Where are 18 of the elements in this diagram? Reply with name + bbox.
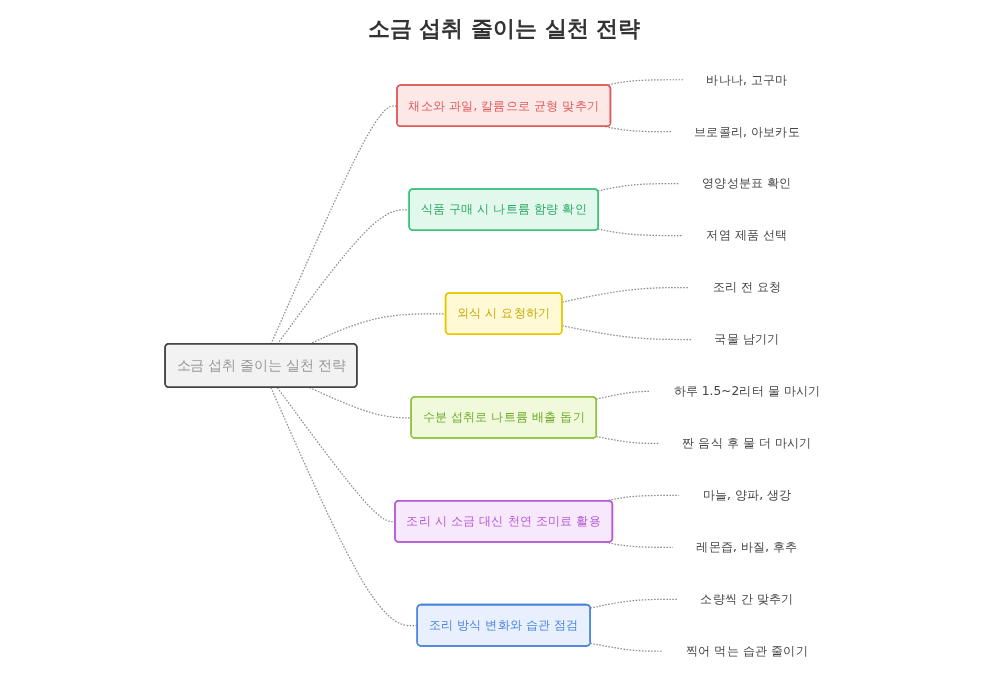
- connector: [597, 182, 680, 192]
- node-text: 마늘, 양파, 생강: [702, 487, 792, 502]
- node-text: 조리 전 요청: [712, 279, 782, 294]
- connector: [597, 227, 684, 236]
- node-text: 하루 1.5~2리터 물 마시기: [673, 383, 821, 398]
- node-text: 레몬즙, 바질, 후추: [696, 539, 798, 554]
- node-text: 국물 남기기: [714, 331, 780, 346]
- node-text: 짠 음식 후 물 더 마시기: [682, 435, 812, 450]
- node-text: 저염 제품 선택: [706, 227, 788, 242]
- connector: [589, 642, 664, 652]
- node-text: 찍어 먹는 습관 줄이기: [685, 643, 808, 658]
- node-text: 바나나, 고구마: [706, 71, 788, 87]
- node-text: 영양성분표 확인: [702, 175, 792, 191]
- diagram-title: 소금 섭취 줄이는 실천 전략: [366, 15, 642, 43]
- node-text: 소량씩 간 맞추기: [700, 591, 794, 606]
- connector: [595, 435, 660, 444]
- node-text: 브로콜리, 아보카도: [693, 123, 800, 139]
- connector: [604, 125, 672, 132]
